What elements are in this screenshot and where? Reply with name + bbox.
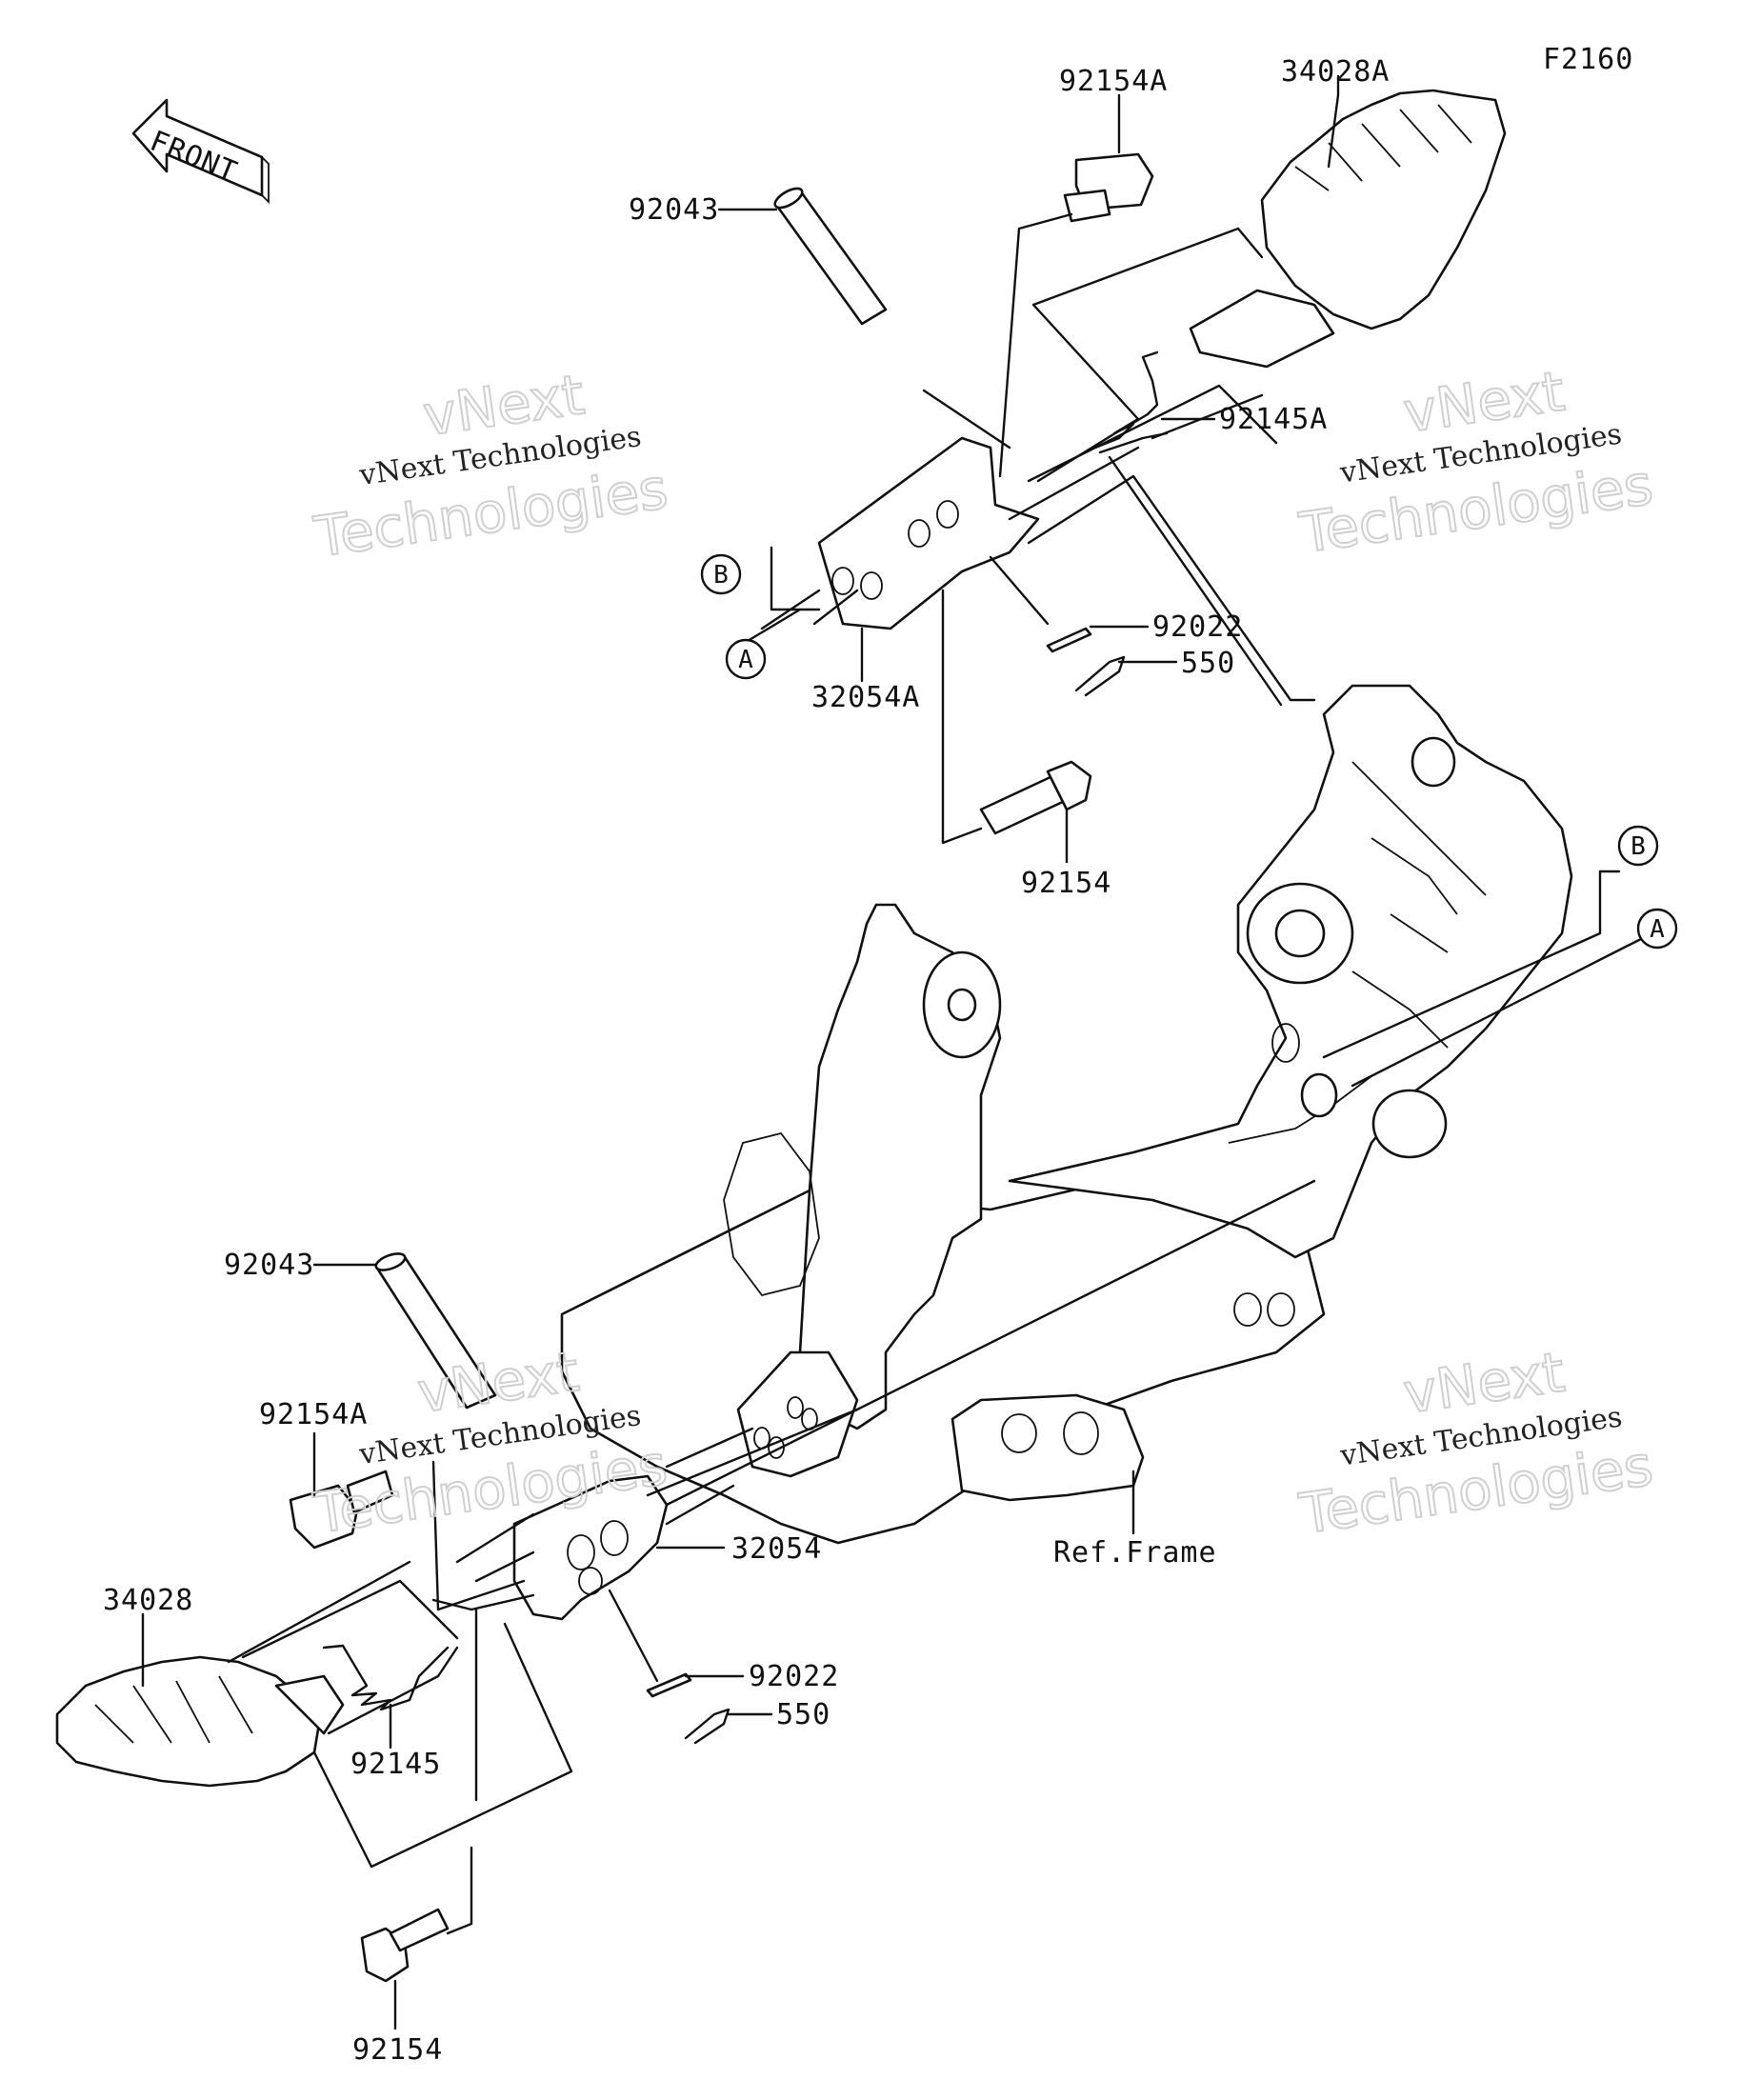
footpeg-34028 bbox=[55, 1655, 345, 1788]
bolt-92154A-top bbox=[1063, 152, 1154, 223]
leader-lines bbox=[141, 74, 1340, 2030]
cotter-pin-550-bottom bbox=[684, 1708, 730, 1745]
marker-b-right: B bbox=[1617, 825, 1659, 867]
washer-92022-bottom bbox=[646, 1672, 692, 1698]
label-32054A: 32054A bbox=[811, 681, 920, 714]
marker-b-top-label: B bbox=[713, 561, 729, 590]
marker-a-top: A bbox=[725, 638, 767, 680]
watermark-top-left: vNext vNext Technologies Technologies bbox=[310, 361, 672, 570]
bolt-92154-top bbox=[979, 760, 1092, 835]
front-arrow-icon: FRONT bbox=[131, 98, 270, 205]
marker-a-top-label: A bbox=[738, 646, 753, 674]
label-92154A-top: 92154A bbox=[1059, 65, 1168, 98]
frame-swingarm-pivot bbox=[560, 684, 1573, 1545]
label-32054: 32054 bbox=[731, 1532, 822, 1566]
label-92154A-bottom: 92154A bbox=[259, 1398, 368, 1431]
label-92145: 92145 bbox=[350, 1748, 441, 1781]
ab-marker-lines bbox=[1322, 870, 1645, 1088]
label-92043-bottom: 92043 bbox=[224, 1249, 314, 1282]
marker-b-top: B bbox=[700, 553, 742, 595]
marker-a-right: A bbox=[1636, 908, 1678, 950]
label-ref-frame: Ref.Frame bbox=[1053, 1536, 1217, 1570]
pin-92043-bottom bbox=[374, 1252, 497, 1410]
bracket-32054 bbox=[512, 1474, 669, 1621]
label-92022-bottom: 92022 bbox=[749, 1660, 839, 1693]
label-92043-top: 92043 bbox=[629, 193, 719, 227]
label-92145A: 92145A bbox=[1219, 403, 1328, 436]
label-34028A: 34028A bbox=[1281, 55, 1390, 89]
pin-92043-top bbox=[773, 187, 888, 326]
bolt-92154-bottom bbox=[360, 1908, 450, 1983]
figure-code: F2160 bbox=[1543, 43, 1633, 76]
label-550-bottom: 550 bbox=[776, 1698, 830, 1731]
washer-92022-top bbox=[1046, 627, 1092, 653]
bolt-92154A-bottom bbox=[289, 1470, 394, 1550]
label-92154-top: 92154 bbox=[1021, 867, 1111, 900]
watermark-bottom-right: vNext vNext Technologies Technologies bbox=[1294, 1339, 1657, 1548]
spring-92145 bbox=[322, 1644, 450, 1711]
bottom-assembly-lines bbox=[227, 1179, 1316, 1935]
top-assembly-lines bbox=[731, 212, 1316, 845]
label-92154-bottom: 92154 bbox=[352, 2033, 443, 2067]
bracket-32054A bbox=[817, 436, 1040, 630]
label-550-top: 550 bbox=[1181, 647, 1235, 680]
watermark-top-right: vNext vNext Technologies Technologies bbox=[1294, 358, 1657, 567]
marker-b-right-label: B bbox=[1631, 832, 1646, 861]
marker-a-right-label: A bbox=[1650, 915, 1665, 944]
label-92022-top: 92022 bbox=[1152, 610, 1243, 644]
cotter-pin-550-top bbox=[1074, 655, 1126, 697]
footpeg-34028A bbox=[1189, 89, 1507, 369]
label-34028: 34028 bbox=[103, 1584, 193, 1617]
